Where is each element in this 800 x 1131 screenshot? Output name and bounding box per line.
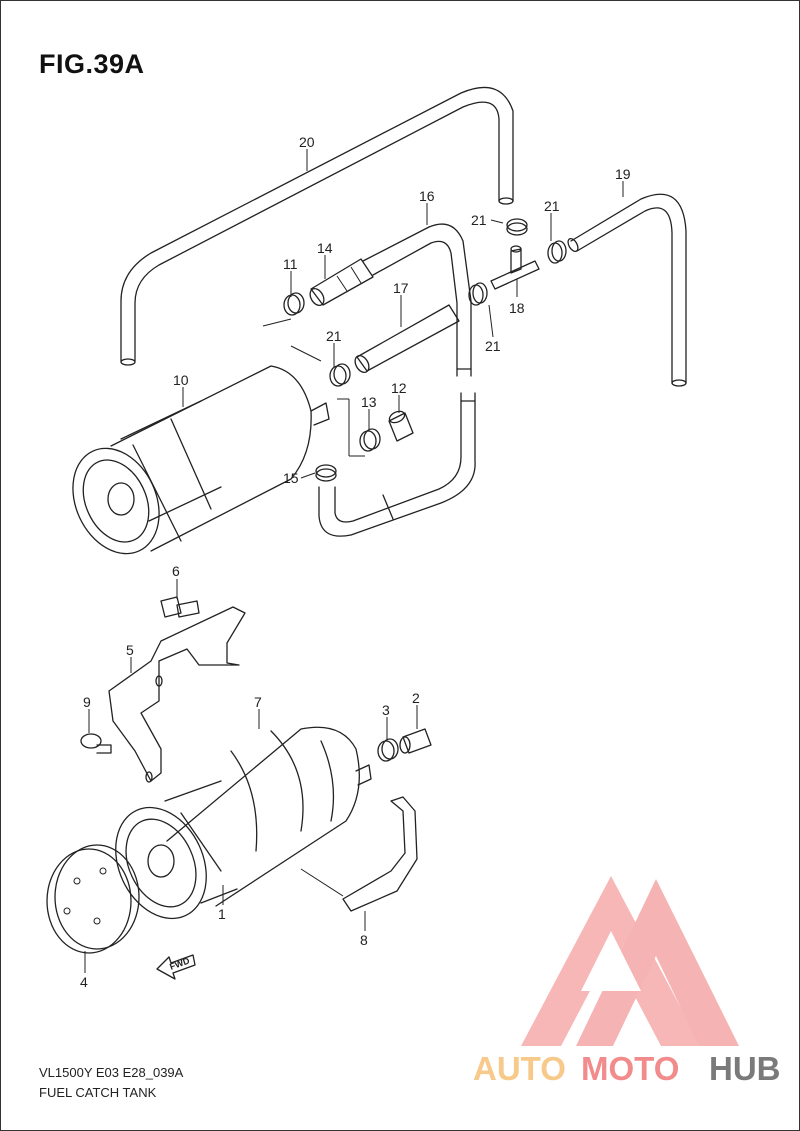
figure-name: FUEL CATCH TANK [39, 1085, 157, 1100]
callout-5: 5 [126, 642, 134, 658]
callout-11: 11 [283, 256, 298, 272]
watermark-auto: AUTO [473, 1050, 566, 1087]
clamp-21-mid [468, 282, 488, 306]
canister-10 [72, 365, 330, 555]
callout-17: 17 [393, 280, 409, 296]
end-cap-4 [46, 844, 140, 954]
pipe-14 [309, 258, 374, 307]
callout-18: 18 [509, 300, 525, 316]
clamp-15 [315, 464, 337, 482]
callout-16: 16 [419, 188, 435, 204]
callout-8: 8 [360, 932, 368, 948]
clamp-13 [359, 428, 381, 452]
bolt-6 [160, 596, 200, 618]
clamp-3 [377, 738, 399, 762]
clamp-21-left [329, 363, 351, 387]
callout-12: 12 [391, 380, 407, 396]
watermark-logo [521, 876, 739, 1046]
callout-19: 19 [615, 166, 631, 182]
bracket-5 [108, 606, 246, 783]
callout-20: 20 [299, 134, 315, 150]
callout-13: 13 [361, 394, 377, 410]
bracket-8 [300, 796, 418, 912]
fwd-label: FWD [168, 955, 191, 972]
figure-code: VL1500Y E03 E28_039A [39, 1065, 184, 1080]
grommet-9 [80, 733, 112, 754]
hose-16 [362, 223, 472, 377]
watermark-moto: MOTO [581, 1050, 679, 1087]
pipe-2 [399, 728, 432, 754]
callout-15: 15 [283, 470, 299, 486]
callout-9: 9 [83, 694, 91, 710]
callout-3: 3 [382, 702, 390, 718]
callout-6: 6 [172, 563, 180, 579]
callout-21-mid: 21 [485, 338, 501, 354]
clamp-11 [283, 292, 305, 316]
callout-21-right: 21 [544, 198, 560, 214]
hose-lower-u [318, 392, 476, 537]
callout-7: 7 [254, 694, 262, 710]
callout-21-left: 21 [326, 328, 342, 344]
hose-20 [120, 86, 514, 366]
pipe-17 [354, 304, 460, 374]
joint-18 [490, 245, 540, 290]
clamp-21-top [506, 218, 528, 236]
watermark-wordmark: AUTO MOTO HUB [473, 1050, 781, 1087]
fwd-arrow-icon: FWD [156, 954, 196, 980]
callout-21-top: 21 [471, 212, 487, 228]
watermark-hub: HUB [709, 1050, 781, 1087]
clamp-21-right [547, 240, 567, 264]
canister-1 [115, 780, 238, 920]
canister-7 [166, 726, 372, 907]
callout-2: 2 [412, 690, 420, 706]
figure-title: FIG.39A [39, 49, 145, 79]
callout-10: 10 [173, 372, 189, 388]
pipe-12 [388, 410, 414, 442]
callout-14: 14 [317, 240, 333, 256]
callout-4: 4 [80, 974, 88, 990]
callout-1: 1 [218, 906, 226, 922]
hose-19 [567, 193, 687, 387]
